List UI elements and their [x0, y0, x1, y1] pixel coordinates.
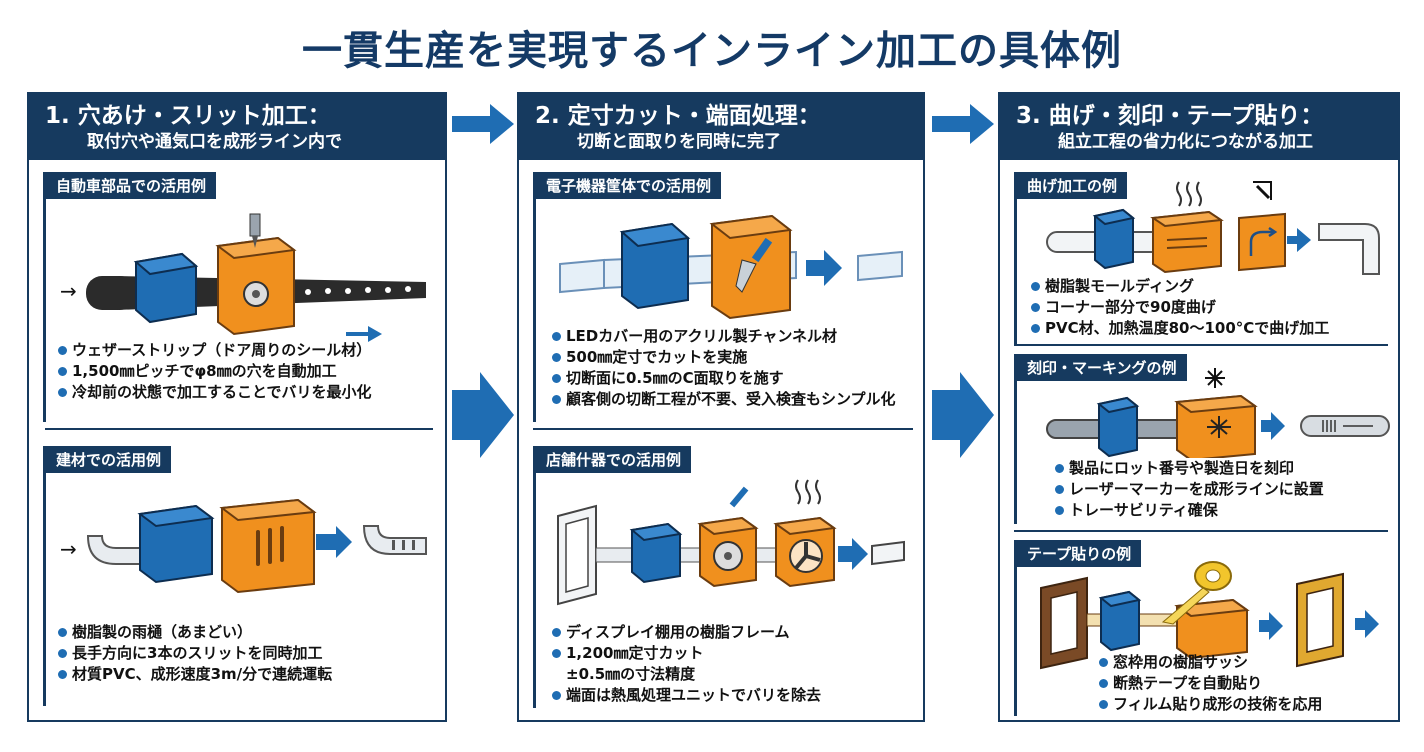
- display-frame-process-diagram: [557, 479, 905, 606]
- knife-icon: [729, 486, 749, 508]
- column-heading: 1. 穴あけ・スリット加工：: [45, 103, 331, 129]
- svg-text:→: →: [60, 537, 77, 561]
- section-bending: 曲げ加工の例 樹脂製モールディング コーナー部分で90度曲げ PVC材、加熱温度…: [1014, 172, 1392, 344]
- section-divider: [45, 428, 433, 430]
- list-item: 1,500㎜ピッチでφ8㎜の穴を自動加工: [56, 361, 372, 382]
- acrylic-channel-process-diagram: [559, 214, 903, 320]
- list-item: 樹脂製モールディング: [1029, 276, 1329, 297]
- bending-bullets: 樹脂製モールディング コーナー部分で90度曲げ PVC材、加熱温度80〜100°…: [1029, 276, 1329, 339]
- heat-icon: [1176, 181, 1202, 207]
- section-store-fixtures: 店舗什器での活用例 ディスプレイ棚用の樹脂フレーム 1,200㎜定寸カット ±0…: [533, 446, 917, 708]
- list-item: レーザーマーカーを成形ラインに設置: [1053, 479, 1324, 500]
- list-item: 窓枠用の樹脂サッシ: [1097, 652, 1322, 673]
- weatherstrip-process-diagram: →: [60, 213, 426, 342]
- rain-gutter-process-diagram: →: [60, 498, 427, 594]
- column-hole-slit: 1. 穴あけ・スリット加工： 取付穴や通気口を成形ライン内で 自動車部品での活用…: [27, 92, 447, 722]
- list-item: 長手方向に3本のスリットを同時加工: [56, 643, 332, 664]
- flow-arrow-icon: [932, 104, 994, 144]
- section-label: 建材での活用例: [46, 446, 172, 473]
- section-label: 刻印・マーキングの例: [1017, 354, 1187, 381]
- heat-icon: [795, 479, 821, 505]
- svg-text:→: →: [60, 279, 77, 303]
- section-label: 自動車部品での活用例: [46, 172, 217, 199]
- taping-bullets: 窓枠用の樹脂サッシ 断熱テープを自動貼り フィルム貼り成形の技術を応用: [1097, 652, 1322, 715]
- list-item: 顧客側の切断工程が不要、受入検査もシンプル化: [550, 389, 896, 410]
- section-building-materials: 建材での活用例 → 樹脂製の雨樋（あまどい） 長手方向に3本のスリットを同時加工…: [43, 446, 439, 706]
- building-bullets: 樹脂製の雨樋（あまどい） 長手方向に3本のスリットを同時加工 材質PVC、成形速…: [56, 622, 332, 685]
- tape-roll-icon: [1161, 561, 1232, 625]
- section-automotive: 自動車部品での活用例 → ウェザーストリップ（ドア周りのシール材） 1,500㎜…: [43, 172, 439, 422]
- section-taping: テープ貼りの例 窓枠用の樹脂サッシ 断熱テープを自動貼り フィルム貼り成形の技術…: [1014, 540, 1392, 716]
- list-item: 500㎜定寸でカットを実施: [550, 347, 896, 368]
- list-item: 製品にロット番号や製造日を刻印: [1053, 458, 1324, 479]
- column-header: 2. 定寸カット・端面処理： 切断と面取りを同時に完了: [519, 94, 923, 160]
- list-item: 1,200㎜定寸カット: [550, 643, 821, 664]
- saw-blade-icon: [713, 541, 743, 571]
- column-header: 3. 曲げ・刻印・テープ貼り： 組立工程の省力化につながる加工: [1000, 94, 1398, 160]
- section-electronics: 電子機器筐体での活用例 LEDカバー用のアクリル製チャンネル材 500㎜定寸でカ…: [533, 172, 917, 422]
- section-label: 店舗什器での活用例: [536, 446, 692, 473]
- fan-icon: [789, 539, 823, 573]
- drill-icon: [249, 213, 261, 248]
- column-heading: 3. 曲げ・刻印・テープ貼り：: [1016, 103, 1324, 129]
- marking-process-diagram: [1046, 368, 1390, 458]
- list-item: 切断面に0.5㎜のC面取りを施す: [550, 368, 896, 389]
- section-marking: 刻印・マーキングの例 製品にロット番号や製造日を刻印 レーザーマーカーを成形ライ…: [1014, 354, 1392, 524]
- list-item: 端面は熱風処理ユニットでバリを除去: [550, 685, 821, 706]
- section-label: 曲げ加工の例: [1017, 172, 1128, 199]
- section-label: テープ貼りの例: [1017, 540, 1142, 567]
- list-item: ±0.5㎜の寸法精度: [566, 665, 696, 683]
- bending-process-diagram: [1046, 181, 1380, 275]
- saw-blade-icon: [243, 281, 269, 307]
- bend-icon: [1249, 226, 1278, 256]
- column-cut-end-finish: 2. 定寸カット・端面処理： 切断と面取りを同時に完了 電子機器筐体での活用例 …: [517, 92, 925, 722]
- automotive-bullets: ウェザーストリップ（ドア周りのシール材） 1,500㎜ピッチでφ8㎜の穴を自動加…: [56, 340, 372, 403]
- column-subheading: 切断と面取りを同時に完了: [577, 132, 781, 152]
- list-item: LEDカバー用のアクリル製チャンネル材: [550, 326, 896, 347]
- column-header: 1. 穴あけ・スリット加工： 取付穴や通気口を成形ライン内で: [29, 94, 445, 160]
- list-item: PVC材、加熱温度80〜100°Cで曲げ加工: [1029, 318, 1329, 339]
- page-title: 一貫生産を実現するインライン加工の具体例: [302, 28, 1122, 74]
- fixture-bullets: ディスプレイ棚用の樹脂フレーム 1,200㎜定寸カット ±0.5㎜の寸法精度 端…: [550, 622, 821, 706]
- list-item: 材質PVC、成形速度3m/分で連続運転: [56, 664, 332, 685]
- list-item: 断熱テープを自動貼り: [1097, 673, 1322, 694]
- list-item: フィルム貼り成形の技術を応用: [1097, 694, 1322, 715]
- list-item: ウェザーストリップ（ドア周りのシール材）: [56, 340, 372, 361]
- list-item: コーナー部分で90度曲げ: [1029, 297, 1329, 318]
- list-item: ディスプレイ棚用の樹脂フレーム: [550, 622, 821, 643]
- section-divider: [1014, 344, 1388, 346]
- list-item: 冷却前の状態で加工することでバリを最小化: [56, 382, 372, 403]
- column-bend-mark-tape: 3. 曲げ・刻印・テープ貼り： 組立工程の省力化につながる加工 曲げ加工の例 樹…: [998, 92, 1400, 722]
- flow-arrow-icon: [932, 372, 994, 458]
- column-subheading: 組立工程の省力化につながる加工: [1058, 132, 1313, 152]
- knife-icon: [735, 237, 773, 293]
- flow-arrow-icon: [452, 104, 514, 144]
- section-label: 電子機器筐体での活用例: [536, 172, 722, 199]
- list-item: 樹脂製の雨樋（あまどい）: [56, 622, 332, 643]
- taping-process-diagram: [1040, 561, 1379, 670]
- column-heading: 2. 定寸カット・端面処理：: [535, 103, 821, 129]
- list-item: トレーサビリティ確保: [1053, 500, 1324, 521]
- column-subheading: 取付穴や通気口を成形ライン内で: [87, 132, 342, 152]
- section-divider: [533, 428, 913, 430]
- laser-icon: [1205, 368, 1225, 388]
- section-divider: [1014, 530, 1388, 532]
- flow-arrow-icon: [452, 372, 514, 458]
- marking-bullets: 製品にロット番号や製造日を刻印 レーザーマーカーを成形ラインに設置 トレーサビリ…: [1053, 458, 1324, 521]
- electronics-bullets: LEDカバー用のアクリル製チャンネル材 500㎜定寸でカットを実施 切断面に0.…: [550, 326, 896, 410]
